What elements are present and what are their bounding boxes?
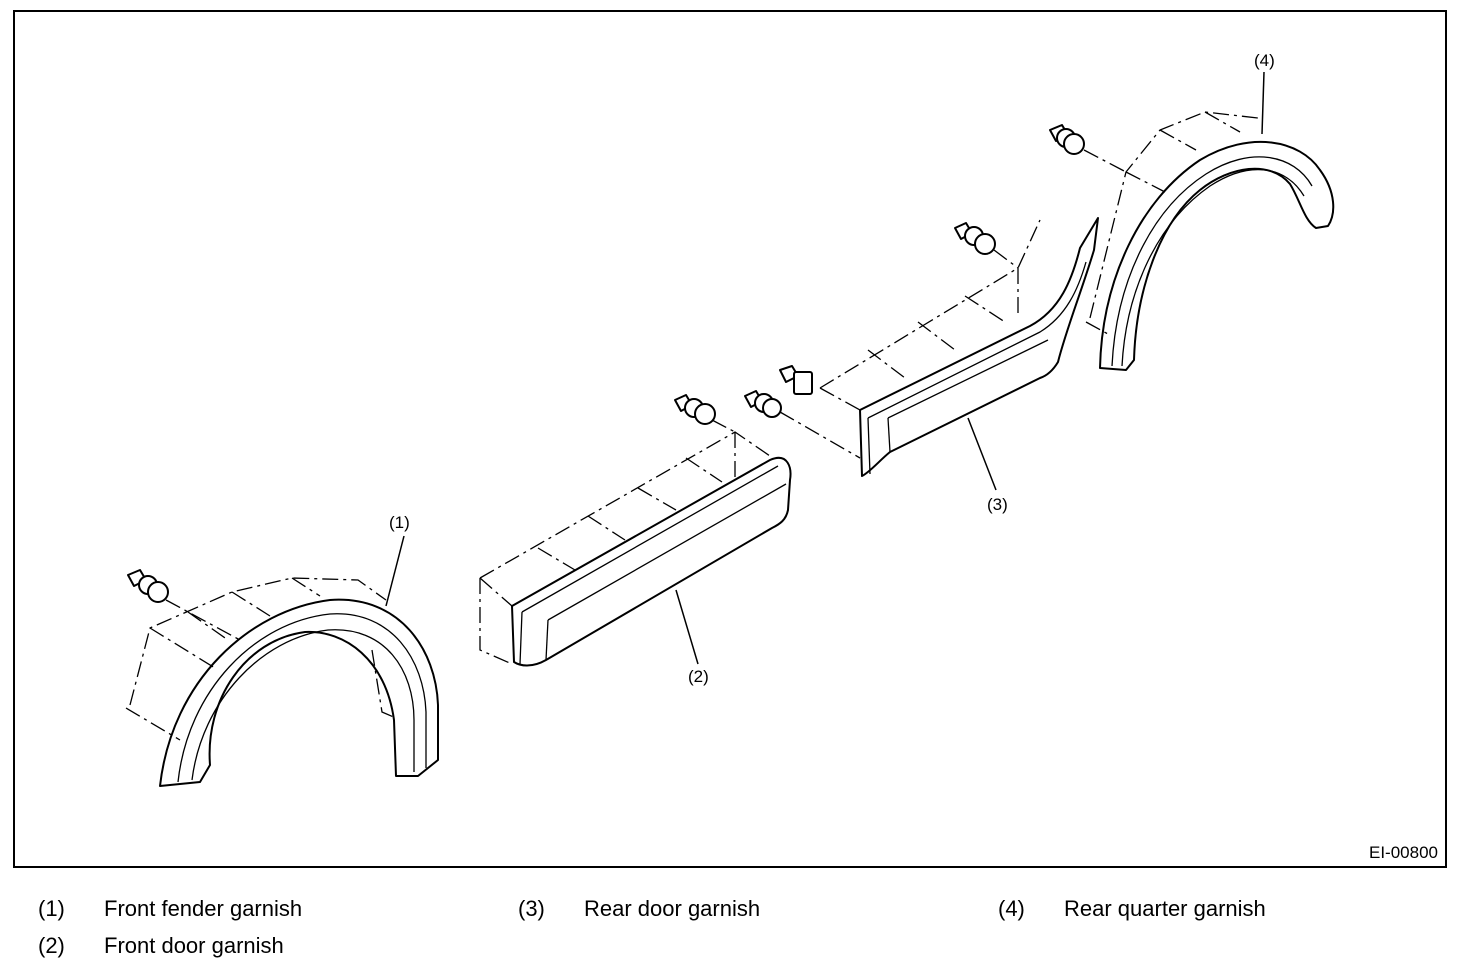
front-fender-garnish xyxy=(125,577,439,787)
legend-number: (2) xyxy=(38,933,65,958)
legend-label: Rear quarter garnish xyxy=(1064,896,1266,921)
clip-3a xyxy=(744,390,782,418)
clip-2 xyxy=(674,394,736,433)
leader-3 xyxy=(967,417,997,491)
leader-1 xyxy=(385,535,405,607)
clip-1 xyxy=(127,569,169,603)
rear-quarter-garnish xyxy=(1085,111,1335,371)
figure-code: EI-00800 xyxy=(1369,843,1438,862)
legend-item-4: (4) Rear quarter garnish xyxy=(998,896,1266,922)
legend-number: (4) xyxy=(998,896,1025,921)
clip-4 xyxy=(1049,124,1127,173)
rear-door-garnish xyxy=(779,217,1099,477)
legend-item-2: (2) Front door garnish xyxy=(38,933,284,959)
leader-4 xyxy=(1261,71,1265,135)
legend-item-1: (1) Front fender garnish xyxy=(38,896,302,922)
legend-label: Rear door garnish xyxy=(584,896,761,921)
legend-label: Front door garnish xyxy=(104,933,284,958)
legend-number: (3) xyxy=(518,896,545,921)
front-door-garnish xyxy=(479,431,792,667)
legend-label: Front fender garnish xyxy=(104,896,303,921)
clip-3c xyxy=(954,222,1019,269)
diagram-frame xyxy=(13,10,1447,868)
callout-2: (2) xyxy=(688,667,709,686)
legend-number: (1) xyxy=(38,896,65,921)
legend-item-3: (3) Rear door garnish xyxy=(518,896,760,922)
leader-2 xyxy=(675,589,699,665)
callout-4: (4) xyxy=(1254,51,1275,70)
callout-1: (1) xyxy=(389,513,410,532)
clip-3b xyxy=(779,365,813,395)
callout-3: (3) xyxy=(987,495,1008,514)
